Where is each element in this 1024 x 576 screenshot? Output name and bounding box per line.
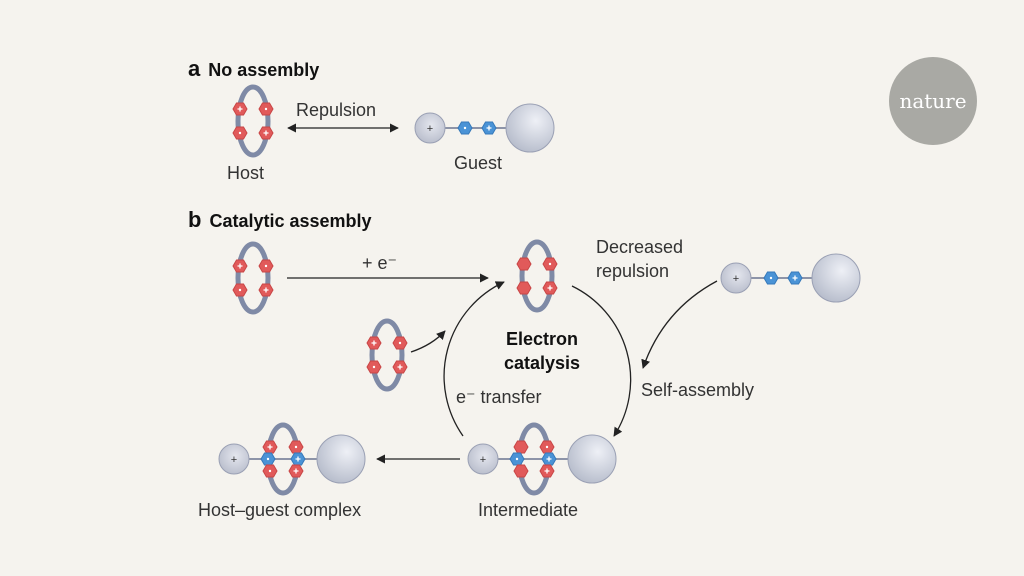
intermediate-complex: + <box>467 422 617 496</box>
host-ring-a <box>233 87 273 155</box>
nature-logo: nature <box>889 57 977 145</box>
host-guest-complex: + <box>218 422 366 496</box>
cycle-arc-left <box>443 281 505 437</box>
host-ring-recycled <box>367 321 407 389</box>
decreased-repulsion-line1: Decreased <box>596 237 684 257</box>
svg-text:+: + <box>480 454 486 466</box>
electron-catalysis-line1: Electron <box>505 329 579 349</box>
panel-b-heading: Catalytic assembly <box>209 211 372 231</box>
panel-a-letter: a <box>188 56 201 81</box>
svg-text:+: + <box>231 454 237 466</box>
panel-a-heading: No assembly <box>208 60 320 80</box>
decreased-repulsion-line2: repulsion <box>596 261 670 281</box>
panel-b-title: b Catalytic assembly <box>188 207 372 233</box>
intermediate-label: Intermediate <box>478 500 579 520</box>
host-ring-b <box>233 244 273 312</box>
recycle-arrow <box>410 330 446 353</box>
electron-transfer-label: e⁻ transfer <box>456 387 542 407</box>
electron-catalysis-line2: catalysis <box>503 353 581 373</box>
reduced-host <box>516 239 558 313</box>
repulsion-label: Repulsion <box>296 100 377 120</box>
panel-b-letter: b <box>188 207 202 232</box>
plus-electron-label: + e⁻ <box>362 253 398 273</box>
panel-a-title: a No assembly <box>188 56 319 82</box>
guest-entry-arrow <box>641 280 718 369</box>
guest-molecule-a <box>415 104 554 152</box>
guest-label: Guest <box>454 153 503 173</box>
host-guest-complex-label: Host–guest complex <box>198 500 362 520</box>
host-label: Host <box>227 163 265 183</box>
guest-molecule-b <box>721 254 860 302</box>
self-assembly-label: Self-assembly <box>641 380 755 400</box>
cycle-arc-right <box>571 285 632 437</box>
